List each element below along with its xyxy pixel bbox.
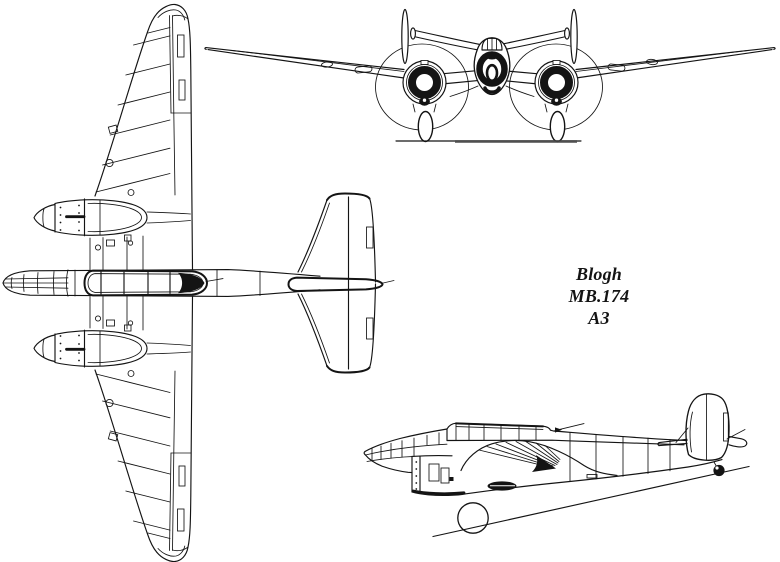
side-view-drawing [363, 393, 750, 538]
front-view-drawing [204, 8, 776, 143]
aircraft-label: Blogh MB.174 A3 [540, 263, 658, 329]
aircraft-model: MB.174 [568, 286, 630, 306]
top-view-drawing [2, 3, 395, 562]
top-view-lower-wing [32, 294, 194, 562]
aircraft-variant: A3 [588, 308, 610, 328]
aircraft-name: Blogh [575, 264, 623, 284]
top-view-tailplane-lower [297, 282, 377, 374]
